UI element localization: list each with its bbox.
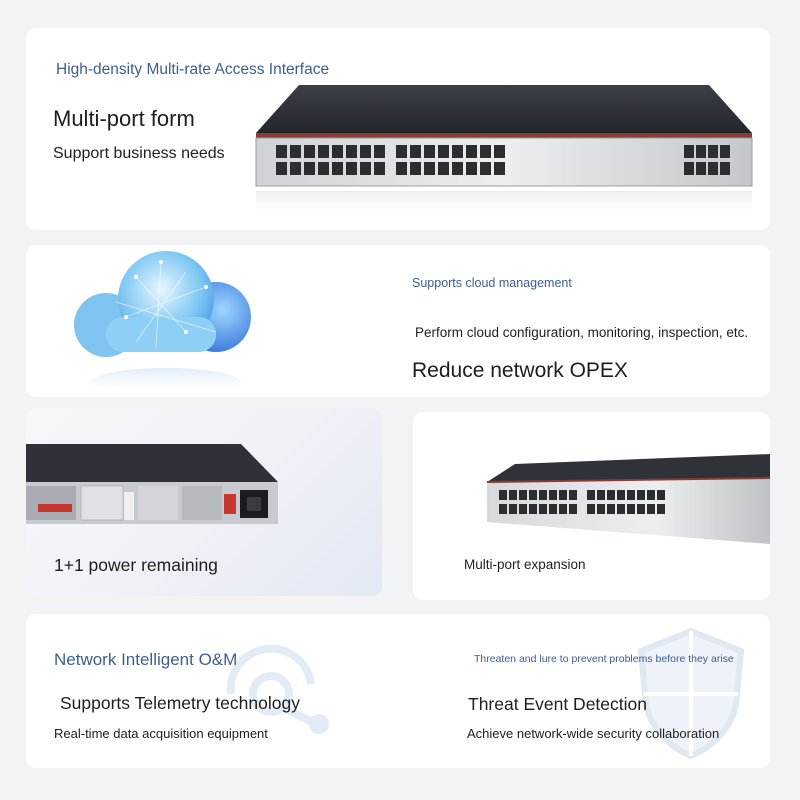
cloud-title: Reduce network OPEX [412,359,628,382]
expansion-title: Multi-port expansion [464,557,586,572]
port [304,162,315,175]
port [332,162,343,175]
port [529,504,537,514]
port [318,145,329,158]
port [494,145,505,158]
om-heading: Network Intelligent O&M [54,650,238,669]
card-om-security: Network Intelligent O&M Supports Telemet… [26,614,770,768]
port [696,162,706,175]
port [509,504,517,514]
switch-angle-image [486,454,770,544]
power-title: 1+1 power remaining [54,555,218,575]
port [396,162,407,175]
port [539,504,547,514]
port [466,145,477,158]
port [569,490,577,500]
port [549,504,557,514]
port [597,504,605,514]
port [332,145,343,158]
port [438,145,449,158]
port [374,145,385,158]
port [290,145,301,158]
port [509,490,517,500]
om-subtitle: Real-time data acquisition equipment [54,726,268,741]
port [374,162,385,175]
port [360,162,371,175]
switch-front-image [255,85,753,217]
port [276,162,287,175]
port [647,490,655,500]
port [452,145,463,158]
port [720,145,730,158]
port [410,145,421,158]
port [346,162,357,175]
card-multi-port: High-density Multi-rate Access Interface… [26,28,770,230]
security-subtitle: Achieve network-wide security collaborat… [467,726,720,741]
port [617,490,625,500]
port [708,162,718,175]
port [569,504,577,514]
port [720,162,730,175]
port [587,490,595,500]
port [519,504,527,514]
card-port-expansion: Multi-port expansion [413,412,770,600]
port [452,162,463,175]
port [519,490,527,500]
port [637,504,645,514]
port [647,504,655,514]
port [499,490,507,500]
port [276,145,287,158]
port [684,145,694,158]
port [424,162,435,175]
port [657,490,665,500]
card-cloud-management: Supports cloud management Perform cloud … [26,245,770,397]
cloud-description: Perform cloud configuration, monitoring,… [415,325,749,340]
port [290,162,301,175]
shield-icon [637,627,745,760]
port [637,490,645,500]
telemetry-icon [226,644,329,734]
port [607,504,615,514]
port [346,145,357,158]
port [410,162,421,175]
security-heading: Threaten and lure to prevent problems be… [474,653,734,665]
cloud-heading: Supports cloud management [412,276,572,290]
port [696,145,706,158]
port [480,145,491,158]
security-title: Threat Event Detection [468,694,647,714]
port [539,490,547,500]
port [499,504,507,514]
interface-heading: High-density Multi-rate Access Interface [56,61,330,78]
port [708,145,718,158]
port [438,162,449,175]
port [549,490,557,500]
port [424,145,435,158]
port [627,504,635,514]
port [559,490,567,500]
port [466,162,477,175]
port [684,162,694,175]
port [396,145,407,158]
cloud-icon [74,251,251,395]
port [304,145,315,158]
port [587,504,595,514]
port [360,145,371,158]
port [607,490,615,500]
port [529,490,537,500]
port [657,504,665,514]
interface-subtitle: Support business needs [53,145,225,162]
port [617,504,625,514]
interface-title: Multi-port form [53,106,195,131]
om-title: Supports Telemetry technology [60,693,300,713]
port [559,504,567,514]
port [597,490,605,500]
switch-rear-image [26,444,278,524]
card-power: 1+1 power remaining [26,408,382,596]
port [627,490,635,500]
port [480,162,491,175]
port [318,162,329,175]
port [494,162,505,175]
